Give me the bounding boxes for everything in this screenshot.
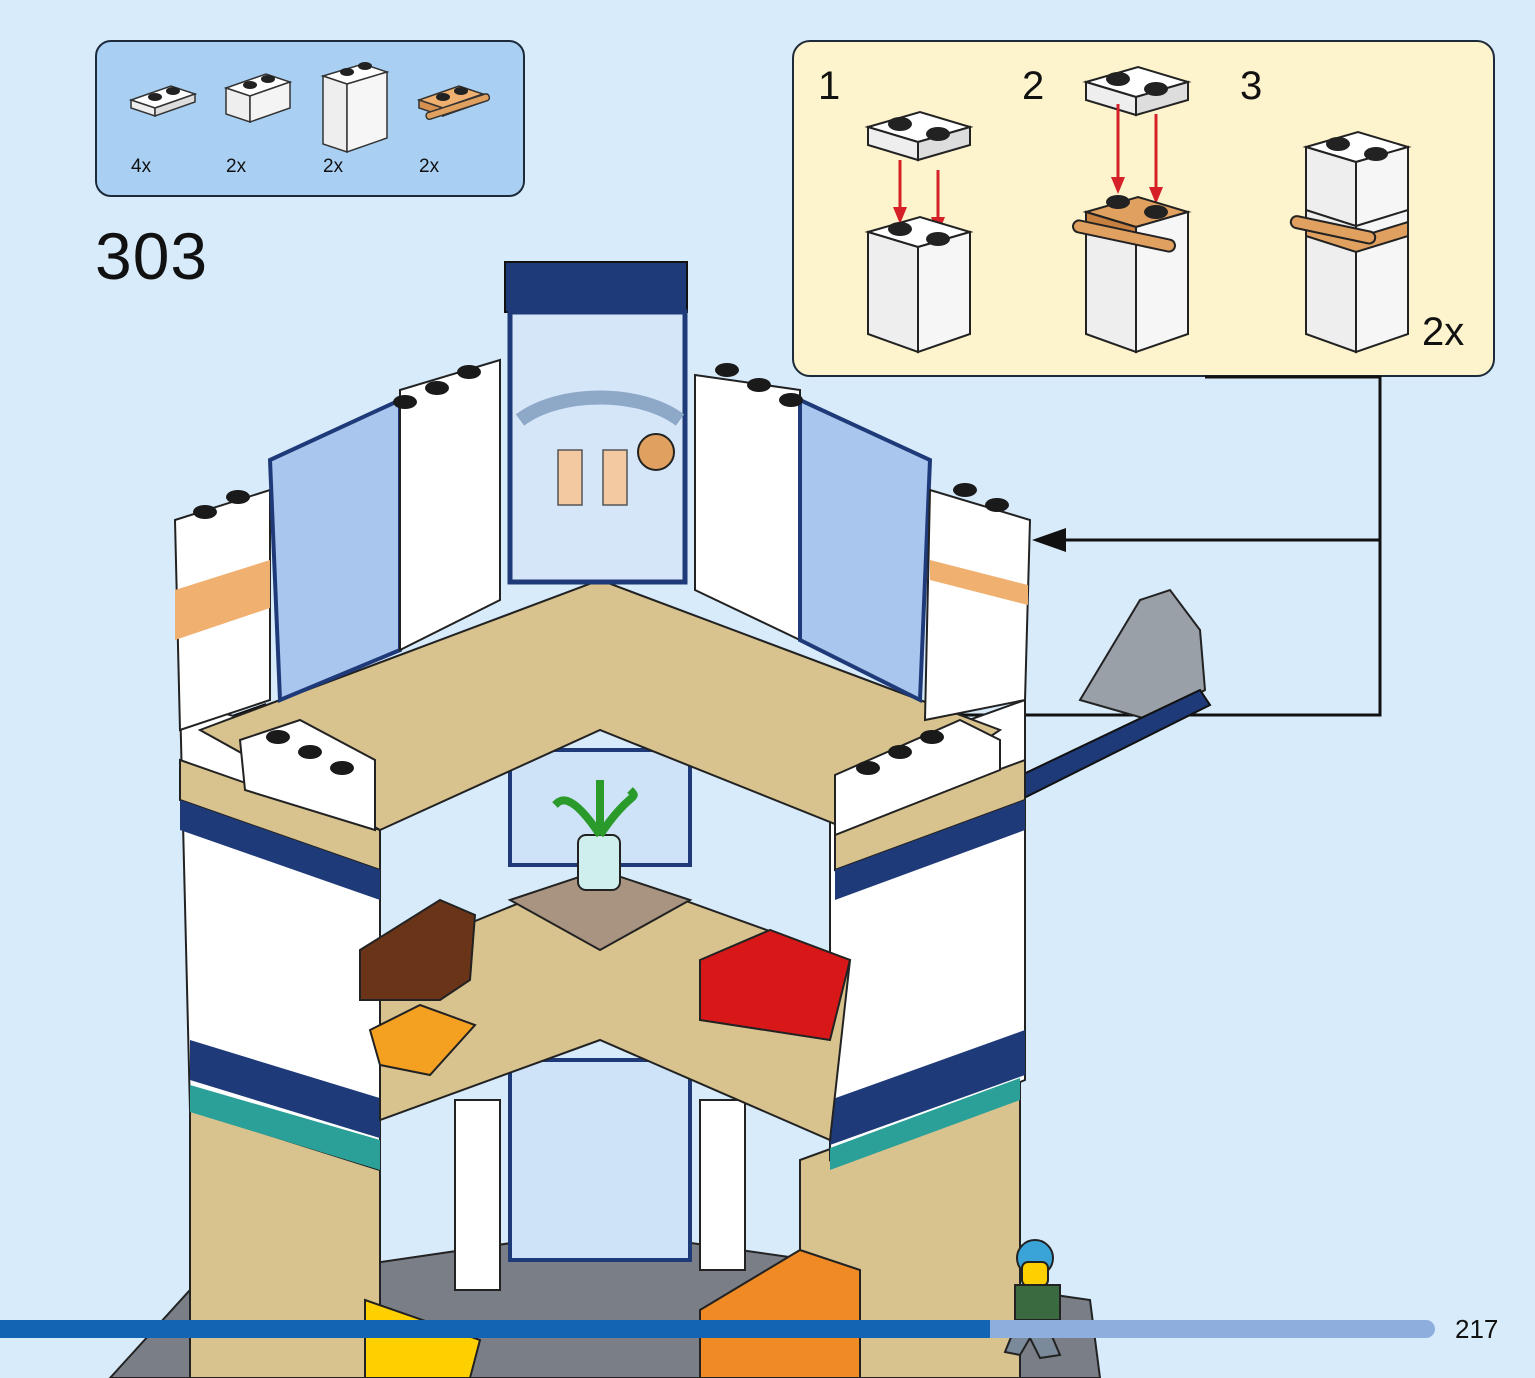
part-qty: 2x: [226, 156, 247, 177]
part-qty: 2x: [419, 156, 440, 177]
step-number: 303: [95, 219, 209, 293]
progress-bar-fill: [0, 1320, 991, 1338]
sub-step-2-graphic: [1072, 65, 1192, 354]
white-plate-icon: [128, 85, 198, 118]
sub-assembly-box: 1 2 3: [792, 40, 1495, 377]
sub-step-label: 2: [1022, 64, 1045, 108]
part-qty: 2x: [323, 156, 344, 177]
sub-step-label: 3: [1240, 64, 1263, 108]
white-brick-icon: [223, 73, 293, 124]
sub-assembly-multiplier: 2x: [1422, 310, 1465, 354]
sub-step-1-graphic: [864, 110, 974, 354]
tan-bar-plate-icon: [416, 85, 491, 121]
arrow-right-target: [1032, 528, 1066, 552]
part-item: 2x: [415, 42, 505, 192]
parts-list-box: 4x 2x 2x 2x: [95, 40, 525, 197]
part-item: 2x: [222, 42, 312, 192]
sub-step-label: 1: [818, 64, 841, 108]
part-item: 4x: [127, 42, 217, 192]
part-item: 2x: [319, 42, 409, 192]
sub-step-3-graphic: [1289, 130, 1412, 354]
sub-assembly-illustration: [864, 65, 1412, 354]
white-tall-brick-icon: [320, 62, 390, 154]
part-qty: 4x: [131, 156, 152, 177]
progress-bar: [0, 1320, 1435, 1338]
page-number: 217: [1455, 1314, 1499, 1344]
